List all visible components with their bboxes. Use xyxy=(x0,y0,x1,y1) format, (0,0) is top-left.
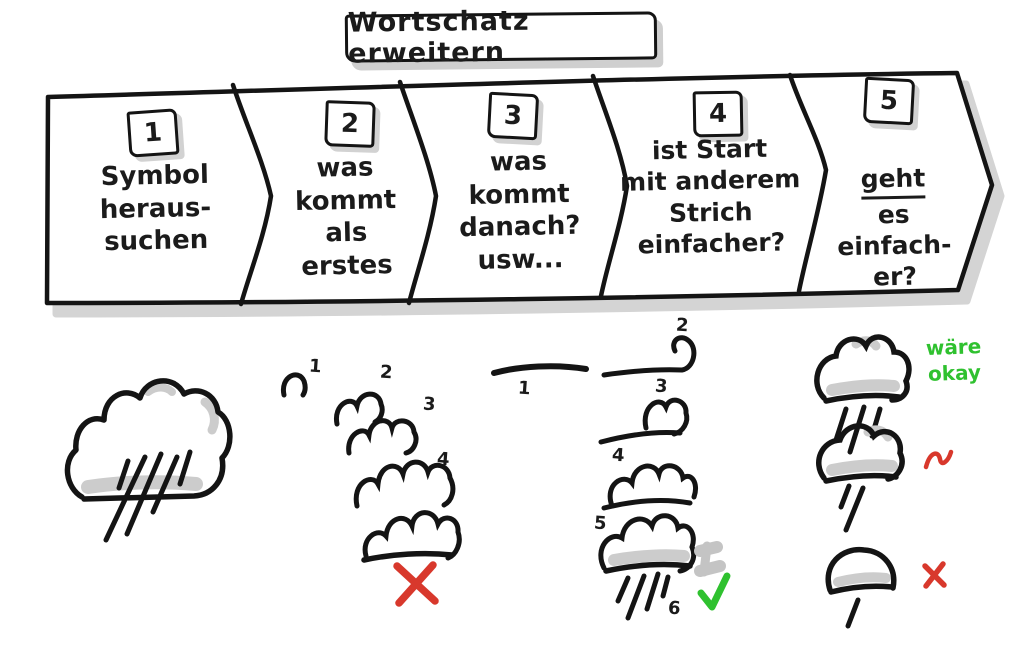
green-check-icon xyxy=(697,572,731,611)
arch-on-line xyxy=(642,397,690,437)
red-squiggle-icon xyxy=(923,449,954,470)
red-x-icon xyxy=(393,561,439,607)
first-attempt-arches xyxy=(280,372,462,563)
arch-step-3 xyxy=(346,418,419,456)
baseline-stroke xyxy=(491,363,589,376)
final-rain-strokes xyxy=(615,571,671,621)
attempt1-label-4: 4 xyxy=(436,448,451,471)
attempt1-label-3: 3 xyxy=(422,393,437,416)
attempt2-start-label: 1 xyxy=(517,377,532,400)
step-divider-3 xyxy=(590,73,630,299)
page-title: Wortschatz erweitern xyxy=(347,5,530,70)
attempt2-label-2: 2 xyxy=(675,314,690,337)
step-1-number: 1 xyxy=(142,117,164,149)
step-2-text: was kommt als erstes xyxy=(294,152,397,282)
step-divider-1 xyxy=(230,82,274,307)
variant-cloud-a xyxy=(814,334,912,404)
step-3-number-box: 3 xyxy=(486,91,540,141)
step-5-number-box: 5 xyxy=(862,76,916,126)
process-banner-shape xyxy=(44,70,995,306)
step-5-number: 5 xyxy=(879,85,899,117)
variant-cloud-c xyxy=(825,547,897,595)
step-1-text: Symbol heraus- suchen xyxy=(99,159,212,258)
step-divider-2 xyxy=(397,79,439,306)
arch-step-4 xyxy=(353,459,456,509)
verdict-note: wäre okay xyxy=(925,334,982,386)
title-box: Wortschatz erweitern xyxy=(344,6,658,70)
attempt2-label-6: 6 xyxy=(667,597,682,620)
attempt2-label-5: 5 xyxy=(593,512,608,535)
line-with-arch xyxy=(598,430,683,445)
cloud-bumps-baseline xyxy=(601,498,693,511)
step-5-lead: geht xyxy=(860,162,926,200)
attempt1-label-1: 1 xyxy=(308,355,323,378)
cloud-baseline xyxy=(361,550,455,563)
step-1-number-box: 1 xyxy=(126,108,180,158)
attempt2-label-3: 3 xyxy=(654,375,669,398)
second-attempt-strokes xyxy=(598,335,699,574)
line-with-curl xyxy=(601,335,697,378)
step-3-text: was kommt danach? usw... xyxy=(458,146,581,276)
step-2-number-box: 2 xyxy=(324,100,376,148)
step-5-text: es einfach- er? xyxy=(837,199,952,292)
attempt2-label-4: 4 xyxy=(611,444,626,467)
eraser-smudge xyxy=(694,541,726,577)
variant-c-rain xyxy=(845,597,861,629)
step-2-number: 2 xyxy=(340,108,360,140)
attempt1-label-2: 2 xyxy=(379,361,394,384)
symbol-rain-strokes xyxy=(103,449,193,543)
step-3-number: 3 xyxy=(503,100,523,132)
cloud-bumps xyxy=(607,463,699,509)
final-cloud xyxy=(598,513,697,574)
arch-step-2 xyxy=(334,391,385,427)
final-cloud-baseline xyxy=(603,561,693,574)
step-5-text-block: geht es einfach- er? xyxy=(818,130,970,325)
variant-b-rain xyxy=(838,483,866,533)
variant-cloud-b xyxy=(816,423,905,484)
step-divider-4 xyxy=(787,72,829,294)
step-4-number: 4 xyxy=(708,98,728,130)
symbol-cloud-sketch xyxy=(64,378,233,502)
cloud-step-final xyxy=(362,510,462,561)
step-4-text: ist Start mit anderem Strich einfacher? xyxy=(619,133,801,260)
red-x-icon-2 xyxy=(922,561,947,589)
arch-step-1 xyxy=(280,372,308,398)
step-4-number-box: 4 xyxy=(692,90,744,138)
final-cloud-shading xyxy=(608,549,690,566)
